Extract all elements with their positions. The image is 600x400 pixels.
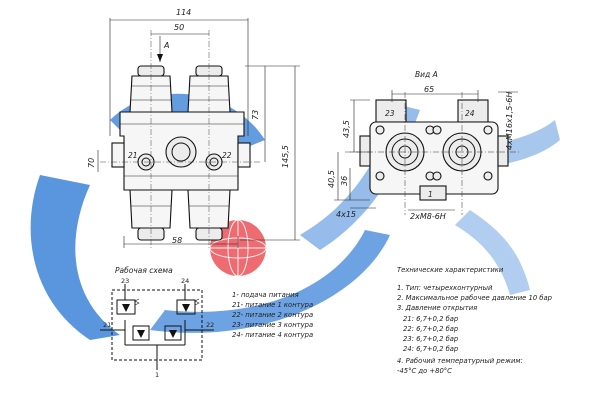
side-port-23: 23 [385,109,395,118]
port-22-boss [237,142,251,168]
view-arrow-label: A [163,41,169,50]
front-port-22: 22 [222,151,232,160]
legend-line-2: 21- питание 1 контура [232,301,313,309]
dim-40-5: 40,5 [327,170,336,188]
boss-port-1 [419,185,447,201]
specs-title: Технические характеристики [397,266,504,274]
dim-65: 65 [424,85,434,94]
side-dimensions [334,90,518,211]
schematic-port-1: 1 [155,371,159,379]
valve-24-symbol [176,299,196,315]
spec-line-5: 22: 6,7+0,2 бар [403,325,458,333]
schematic-title: Рабочая схема [115,266,173,275]
valve-23-symbol [116,299,136,315]
spec-line-8: 4. Рабочий температурный режим: [397,357,523,365]
front-view: 114 50 A 73 145,5 70 58 21 22 [87,8,300,250]
inlet-port [165,136,197,168]
spec-line-2: 2. Максимальное рабочее давление 10 бар [397,294,552,302]
specifications: Технические характеристики 1. Тип: четыр… [397,266,552,375]
valve-22-symbol [164,325,182,341]
view-arrow-head [157,54,163,62]
working-schematic: Рабочая схема 23 24 21 22 1 1- подач [100,266,313,379]
dim-50: 50 [174,23,184,32]
dim-70: 70 [87,158,96,168]
spec-line-4: 21: 6,7+0,2 бар [403,315,458,323]
port-21-boss [111,142,125,168]
side-view: Вид А [327,70,520,221]
dim-73: 73 [251,110,260,120]
thread-4xm16: 4xM16x1,5-6H [505,92,514,150]
legend-line-1: 1- подача питания [232,291,299,299]
front-port-21: 21 [128,151,138,160]
legend-line-3: 22- питание 2 контура [232,311,313,319]
side-port-1: 1 [428,190,433,199]
dim-36: 36 [340,176,349,186]
schematic-port-21: 21 [103,321,111,329]
legend-line-5: 24- питание 4 контура [232,331,313,339]
schematic-port-24: 24 [181,277,189,285]
dim-43-5: 43,5 [342,120,351,138]
spec-line-7: 24: 6,7+0,2 бар [403,345,458,353]
front-dimensions [97,18,300,248]
dim-145-5: 145,5 [281,145,290,168]
side-boss-right [497,135,509,167]
side-view-title: Вид А [415,70,438,79]
spec-line-1: 1. Тип: четырехконтурный [397,284,493,292]
thread-2xm8: 2xM8-6H [410,212,446,221]
spec-line-3: 3. Давление открытия [397,304,477,312]
valve-21-symbol [132,325,150,341]
dim-58: 58 [172,236,182,245]
screws [375,125,493,181]
dim-4x15: 4x15 [336,210,356,219]
schematic-port-22: 22 [206,321,214,329]
schematic-port-23: 23 [121,277,129,285]
spec-line-6: 23: 6,7+0,2 бар [403,335,458,343]
side-port-24: 24 [465,109,475,118]
legend-line-4: 23- питание 3 контура [232,321,313,329]
dim-114: 114 [176,8,191,17]
spec-line-9: -45°С до +80°С [397,367,452,375]
side-boss-left [359,135,371,167]
